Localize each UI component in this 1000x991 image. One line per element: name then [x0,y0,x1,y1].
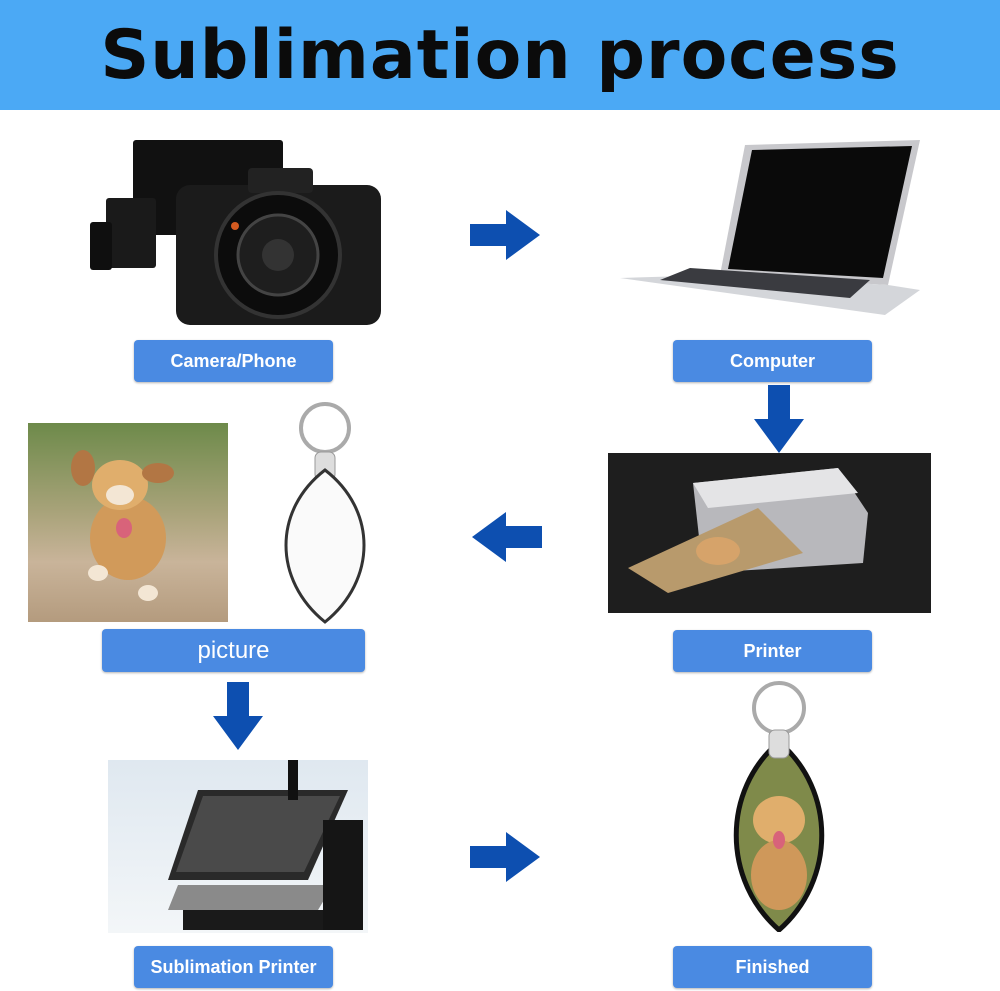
page-title: Sublimation process [100,15,900,95]
computer-label: Computer [673,340,872,382]
sublimation-printer-label: Sublimation Printer [134,946,333,988]
arrow-down-icon [213,682,263,750]
finished-label: Finished [673,946,872,988]
camera-phone-image [88,140,388,330]
finished-keychain-image [722,680,837,932]
printer-label: Printer [673,630,872,672]
title-banner: Sublimation process [0,0,1000,110]
arrow-left-icon [470,512,542,562]
dog-photo [28,423,228,622]
laptop-image [620,140,925,320]
arrow-down-icon [754,385,804,453]
picture-label: picture [102,629,365,672]
camera-phone-label: Camera/Phone [134,340,333,382]
arrow-right-icon [470,832,542,882]
heat-press-image [108,760,368,933]
arrow-right-icon [470,210,542,260]
printer-image [608,453,931,613]
blank-keychain-image [268,400,378,625]
